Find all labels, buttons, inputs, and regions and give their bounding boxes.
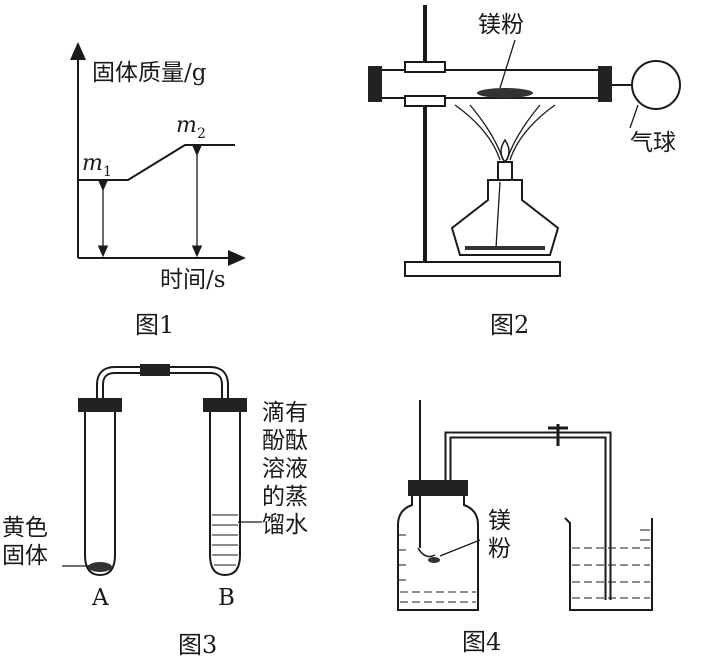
combustion-spoon: [417, 547, 436, 558]
m2-label: m: [176, 113, 197, 138]
figure-2-caption: 图2: [490, 311, 529, 339]
m1-subscript: 1: [103, 164, 112, 180]
yellow-solid: [88, 562, 112, 572]
figure-2-apparatus: 镁粉 气球 图2: [368, 5, 681, 339]
rubber-connector: [140, 364, 170, 376]
magnesium-label-4-1: 镁: [488, 508, 511, 534]
stopper-b: [203, 398, 247, 412]
m2-subscript: 2: [197, 126, 206, 142]
figure-3-apparatus: 黄色 固体 滴有 酚酞 溶液 的蒸 馏水 A B 图3: [2, 364, 308, 659]
solution-label-3: 溶液: [262, 456, 308, 482]
phenolphthalein-solution: [212, 514, 238, 566]
figure-4-apparatus: 镁 粉 图4: [397, 400, 653, 656]
flame-icon: [500, 138, 510, 164]
stand-base: [404, 261, 561, 277]
tube-b-label: B: [218, 585, 235, 611]
magnesium-powder-label: 镁粉: [478, 12, 524, 38]
x-axis-label: 时间/s: [160, 267, 226, 293]
magnesium-label-4-2: 粉: [488, 536, 511, 562]
balloon-label: 气球: [630, 130, 676, 156]
m1-label: m: [82, 151, 103, 176]
figure-4-caption: 图4: [462, 628, 501, 656]
beaker: [564, 517, 653, 611]
tube-stopper-right: [598, 66, 612, 102]
powder-pointer-4: [439, 539, 481, 557]
alcohol-lamp: [450, 179, 560, 256]
clamp-bottom: [404, 95, 446, 107]
clamp-top: [404, 61, 446, 73]
solution-label-1: 滴有: [262, 400, 308, 426]
magnesium-powder-4: [428, 557, 440, 563]
beaker-water: [572, 529, 650, 599]
delivery-tube: [444, 431, 612, 600]
tube-a-label: A: [91, 585, 109, 611]
yellow-solid-label-1: 黄色: [2, 515, 48, 541]
solution-label-4: 的蒸: [262, 484, 308, 510]
clamp-clip: [548, 424, 568, 446]
tube-stopper-left: [368, 66, 382, 102]
stopper-a: [78, 398, 122, 412]
yellow-solid-label-2: 固体: [2, 543, 48, 569]
bottle-stopper: [408, 480, 468, 496]
test-tube-a: [84, 410, 116, 577]
powder-pointer: [499, 39, 516, 89]
bottle-scale: [398, 534, 406, 581]
figure-1-graph: 固体质量/g 时间/s m 1 m 2 图1: [70, 42, 246, 339]
balloon: [631, 60, 681, 110]
lamp-wick: [495, 181, 501, 249]
solution-label-2: 酚酞: [262, 428, 308, 454]
solution-label-5: 馏水: [262, 512, 308, 538]
magnesium-powder: [477, 88, 533, 98]
balloon-pointer: [629, 104, 639, 129]
gas-bottle: [397, 494, 479, 611]
y-axis-label: 固体质量/g: [92, 60, 207, 86]
flame-spread: [454, 104, 556, 161]
figure-1-caption: 图1: [135, 311, 174, 339]
figure-3-caption: 图3: [178, 631, 217, 659]
test-tube-b: [209, 410, 241, 577]
bottle-water: [400, 591, 476, 603]
lamp-wick-holder: [497, 161, 513, 181]
